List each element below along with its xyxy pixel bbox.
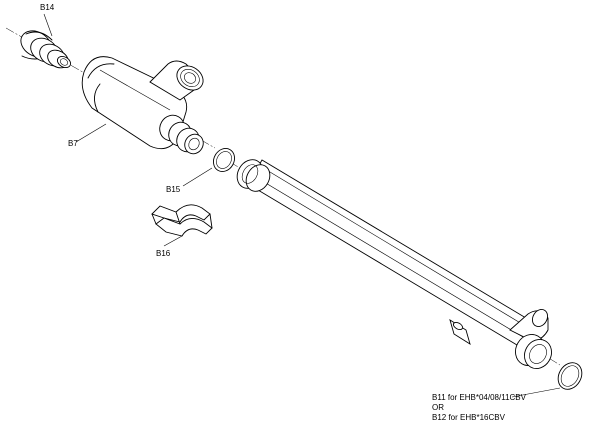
label-b16: B16 bbox=[156, 249, 171, 258]
label-b14: B14 bbox=[40, 3, 55, 12]
part-b14-bellows bbox=[20, 13, 72, 69]
part-b15-o-ring bbox=[182, 148, 235, 187]
part-b7-tee-body bbox=[75, 56, 204, 155]
label-b11-line1: B11 for EHB*04/08/11CBV bbox=[432, 393, 527, 402]
label-b15: B15 bbox=[166, 185, 181, 194]
part-b16-clip bbox=[151, 204, 213, 247]
label-b7: B7 bbox=[68, 139, 78, 148]
part-main-tube bbox=[236, 159, 552, 369]
label-b11-line3: B12 for EHB*16CBV bbox=[432, 413, 506, 422]
part-b11-b12-ring bbox=[511, 362, 583, 398]
label-b11-line2: OR bbox=[432, 403, 444, 412]
